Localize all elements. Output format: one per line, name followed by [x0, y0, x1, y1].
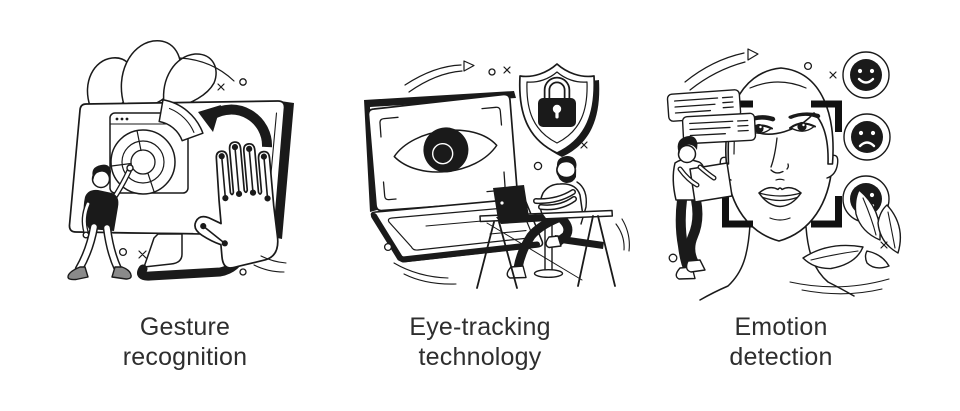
gesture-recognition-illustration	[67, 40, 294, 281]
laptop-icon	[364, 91, 544, 263]
sad-emoji-icon	[843, 113, 891, 161]
eye-tracking-illustration	[364, 60, 630, 289]
emotion-detection-illustration	[666, 48, 902, 301]
caption-eye-tracking: Eye-tracking technology	[360, 312, 600, 372]
dot-decoration	[239, 78, 247, 86]
swoosh-lines	[253, 255, 287, 273]
t-shirt	[83, 189, 119, 231]
dot-decoration	[533, 161, 543, 171]
curve-arrow-icon	[684, 48, 759, 91]
sparkle-icon	[880, 241, 888, 249]
swoosh-lines	[615, 218, 630, 252]
person-arms	[533, 189, 577, 211]
hair	[92, 164, 111, 180]
caption-line: Emotion	[734, 313, 828, 341]
dot-decoration	[668, 253, 678, 263]
swoosh-lines	[789, 278, 890, 295]
nose	[770, 137, 789, 174]
caption-line: Gesture	[139, 313, 231, 341]
lips	[758, 186, 802, 208]
dot-decoration	[118, 247, 128, 257]
sparkle-icon	[503, 66, 511, 74]
hair	[556, 156, 577, 171]
person-with-clipboard	[672, 136, 733, 280]
hair	[677, 136, 698, 154]
eyebrow	[788, 112, 821, 119]
dot-decoration	[488, 68, 496, 76]
person-touching-screen	[67, 164, 134, 281]
sparkle-icon	[829, 71, 837, 79]
shield-padlock-icon	[518, 63, 600, 157]
dot-decoration	[239, 268, 247, 276]
face-icon	[699, 67, 855, 301]
eye-icon	[393, 127, 498, 173]
chair-back	[576, 181, 587, 225]
chat-bubbles-icon	[666, 89, 757, 145]
rotate-arrow-icon	[198, 104, 273, 148]
beard	[557, 169, 577, 184]
small-laptop-icon	[493, 185, 548, 224]
shoe	[545, 235, 562, 249]
caption-line: Eye-tracking	[409, 313, 551, 341]
shoe	[506, 265, 527, 279]
hand-sensor-dots-icon	[194, 141, 279, 269]
happy-emoji-icon	[842, 51, 890, 99]
caption-line: detection	[729, 343, 833, 371]
shoe	[685, 259, 706, 273]
dot-decoration	[383, 242, 393, 252]
sparkle-icon	[138, 250, 147, 259]
dot-decoration	[803, 61, 813, 71]
caption-emotion-detection: Emotion detection	[661, 312, 901, 372]
caption-line: recognition	[122, 343, 248, 371]
swoosh-lines	[393, 262, 457, 285]
sparkle-icon	[580, 141, 588, 149]
sparkle-icon	[217, 83, 225, 91]
curve-arrow-icon	[404, 60, 475, 93]
shoe	[111, 266, 132, 280]
leaves-icon	[86, 40, 217, 108]
clipboard	[689, 162, 733, 203]
caption-line: technology	[418, 343, 542, 371]
shoe	[67, 266, 89, 281]
comet-line	[179, 57, 235, 82]
caption-gesture-recognition: Gesture recognition	[65, 312, 305, 372]
leaves-icon	[802, 189, 902, 270]
